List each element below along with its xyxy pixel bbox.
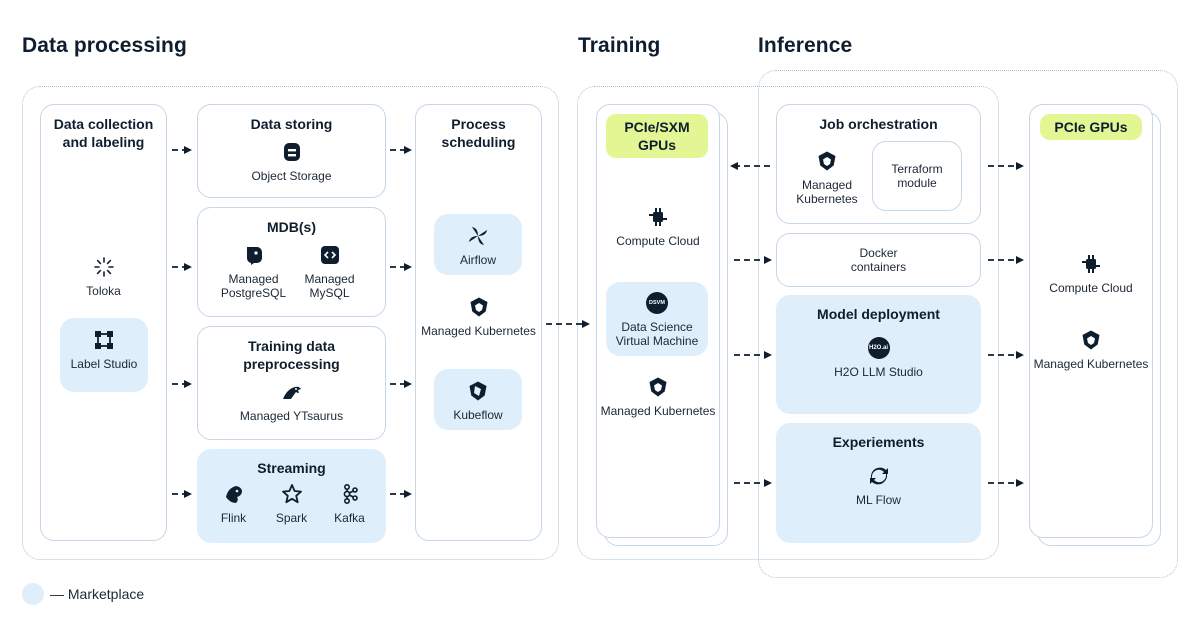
experiments-title: Experiements <box>832 434 925 450</box>
toloka-icon <box>93 257 114 277</box>
postgres-label: Managed PostgreSQL <box>220 272 287 300</box>
model-deployment-title: Model deployment <box>817 306 940 322</box>
orchestration-kubernetes-label: Managed Kubernetes <box>796 178 858 206</box>
kubernetes-icon <box>1082 330 1100 350</box>
mlflow-icon <box>869 467 888 485</box>
scheduling-title: Process scheduling <box>441 116 516 150</box>
inference-compute-label: Compute Cloud <box>1049 281 1133 295</box>
docker-label: Docker containers <box>850 246 907 274</box>
flink-icon <box>225 486 242 503</box>
label-studio-label: Label Studio <box>70 357 138 371</box>
label-studio-card[interactable]: Label Studio <box>60 318 148 392</box>
spark-item[interactable]: Spark <box>272 483 312 525</box>
marketplace-legend-label: — Marketplace <box>50 586 145 602</box>
ytsaurus-label: Managed YTsaurus <box>239 409 344 423</box>
flink-label: Flink <box>220 511 247 525</box>
terraform-label: Terraform module <box>891 162 943 190</box>
postgres-icon <box>246 247 262 265</box>
data-processing-title: Data processing <box>22 34 187 57</box>
h2o-item[interactable]: H2O.ai H2O LLM Studio <box>776 337 981 379</box>
docker-box[interactable]: Docker containers <box>776 233 981 287</box>
streaming-card: Streaming Flink Spark K <box>197 449 386 543</box>
mdb-box: MDB(s) Managed PostgreSQL Managed MySQL <box>197 207 386 317</box>
data-processing-region <box>22 86 559 560</box>
inference-gpu-pill: PCIe GPUs <box>1040 114 1142 140</box>
spark-icon <box>281 484 302 504</box>
kubeflow-label: Kubeflow <box>453 408 503 422</box>
mysql-icon <box>320 246 339 264</box>
inference-compute-item[interactable]: Compute Cloud <box>1033 253 1149 295</box>
dsvm-label: Data Science Virtual Machine <box>615 320 699 348</box>
inference-kubernetes-label: Managed Kubernetes <box>1033 357 1149 371</box>
scheduling-kubernetes-label: Managed Kubernetes <box>421 324 536 338</box>
spark-label: Spark <box>275 511 308 525</box>
kubernetes-icon <box>470 297 487 317</box>
orchestration-kubernetes-item[interactable]: Managed Kubernetes <box>784 150 870 206</box>
preprocessing-box: Training data preprocessing Managed YTsa… <box>197 326 386 440</box>
data-storing-box: Data storing Object Storage <box>197 104 386 198</box>
inference-region <box>758 70 1178 578</box>
object-storage-item[interactable]: Object Storage <box>198 141 385 183</box>
postgres-item[interactable]: Managed PostgreSQL <box>220 244 287 300</box>
training-compute-item[interactable]: Compute Cloud <box>600 206 716 248</box>
marketplace-legend-swatch <box>22 583 44 605</box>
h2o-icon: H2O.ai <box>867 337 890 359</box>
kubeflow-icon <box>469 381 487 401</box>
kafka-item[interactable]: Kafka <box>330 483 370 525</box>
data-storing-title: Data storing <box>250 116 333 132</box>
mlflow-label: ML Flow <box>856 493 901 507</box>
scheduling-kubernetes-item[interactable]: Managed Kubernetes <box>419 296 538 338</box>
experiments-card: Experiements ML Flow <box>776 423 981 543</box>
object-storage-icon <box>283 143 300 161</box>
streaming-title: Streaming <box>257 460 326 476</box>
compute-cloud-icon <box>1082 255 1100 273</box>
training-kubernetes-label: Managed Kubernetes <box>600 404 716 418</box>
job-orchestration-title: Job orchestration <box>819 116 938 132</box>
object-storage-label: Object Storage <box>251 169 332 183</box>
scheduling-column <box>415 104 542 541</box>
training-title: Training <box>578 34 661 57</box>
training-compute-label: Compute Cloud <box>616 234 700 248</box>
dsvm-card[interactable]: DSVM Data Science Virtual Machine <box>606 282 708 356</box>
ytsaurus-icon <box>282 386 301 399</box>
ytsaurus-item[interactable]: Managed YTsaurus <box>198 381 385 423</box>
data-collection-column <box>40 104 167 541</box>
training-gpu-pill: PCIe/SXM GPUs <box>606 114 708 158</box>
kafka-label: Kafka <box>334 511 365 525</box>
kubernetes-icon <box>649 377 667 397</box>
airflow-card[interactable]: Airflow <box>434 214 522 275</box>
kubernetes-icon <box>818 151 836 171</box>
airflow-label: Airflow <box>459 253 496 267</box>
flink-item[interactable]: Flink <box>214 483 254 525</box>
model-deployment-card: Model deployment H2O.ai H2O LLM Studio <box>776 295 981 414</box>
toloka-item[interactable]: Toloka <box>44 256 163 298</box>
data-collection-title: Data collection and labeling <box>53 116 154 150</box>
toloka-label: Toloka <box>86 284 121 298</box>
h2o-label: H2O LLM Studio <box>834 365 923 379</box>
training-kubernetes-item[interactable]: Managed Kubernetes <box>600 376 716 418</box>
training-region <box>577 86 999 560</box>
inference-column <box>1029 104 1153 538</box>
kubeflow-card[interactable]: Kubeflow <box>434 369 522 430</box>
inference-title: Inference <box>758 34 853 57</box>
mdb-title: MDB(s) <box>267 219 316 235</box>
kafka-icon <box>343 483 358 505</box>
mysql-item[interactable]: Managed MySQL <box>298 244 362 300</box>
label-studio-icon <box>95 331 113 349</box>
terraform-box[interactable]: Terraform module <box>872 141 962 211</box>
inference-kubernetes-item[interactable]: Managed Kubernetes <box>1033 329 1149 371</box>
preprocessing-title: Training data preprocessing <box>243 338 340 372</box>
airflow-icon <box>469 227 487 245</box>
dsvm-icon: DSVM <box>646 292 668 314</box>
compute-cloud-icon <box>649 208 667 226</box>
mlflow-item[interactable]: ML Flow <box>776 465 981 507</box>
mysql-label: Managed MySQL <box>304 272 355 300</box>
